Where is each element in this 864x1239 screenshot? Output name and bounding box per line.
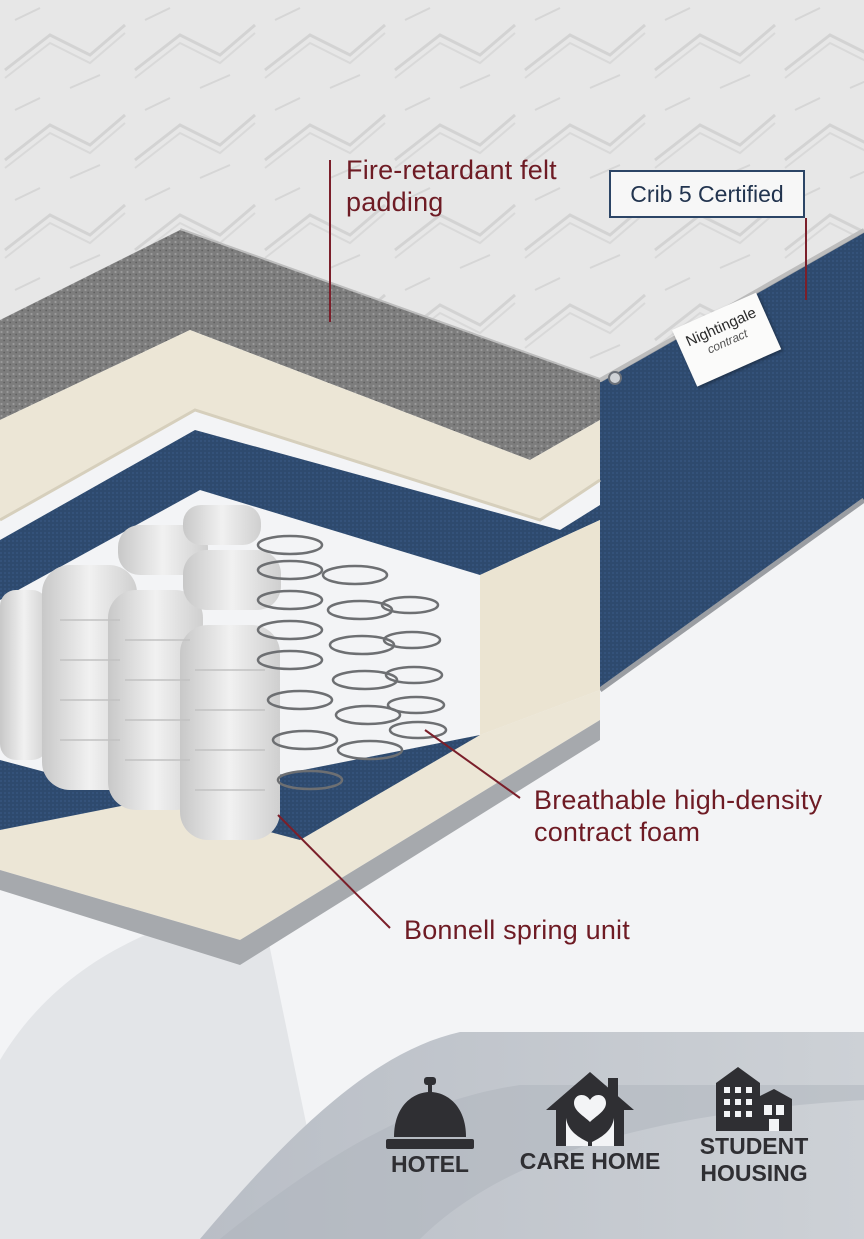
- tag-grommet: [608, 371, 622, 385]
- callout-contract-foam: Breathable high-density contract foam: [534, 785, 823, 847]
- student-housing-building-icon: [716, 1067, 792, 1131]
- insulator-layer: [0, 430, 600, 600]
- leader-lines: [277, 160, 807, 929]
- coil-springs: [256, 534, 448, 791]
- upper-foam-layer: [0, 330, 601, 522]
- pocket-springs: [0, 505, 281, 840]
- use-hotel: HOTEL: [380, 1075, 480, 1178]
- care-home-heart-icon: [546, 1072, 634, 1146]
- use-care-home: CARE HOME: [515, 1070, 665, 1175]
- use-label: HOTEL: [391, 1151, 469, 1177]
- callout-spring-unit: Bonnell spring unit: [404, 915, 630, 945]
- callout-felt-padding: Fire-retardant felt padding: [346, 155, 557, 217]
- felt-layer: [0, 230, 600, 460]
- crib5-certified-badge: Crib 5 Certified: [609, 170, 805, 218]
- spring-leader-line: [277, 814, 391, 929]
- use-label: CARE HOME: [519, 1148, 661, 1174]
- use-student-housing: STUDENT HOUSING: [692, 1063, 816, 1187]
- use-label: STUDENT HOUSING: [699, 1133, 809, 1186]
- hotel-bell-icon: [386, 1077, 474, 1149]
- foam-leader-line: [424, 729, 521, 799]
